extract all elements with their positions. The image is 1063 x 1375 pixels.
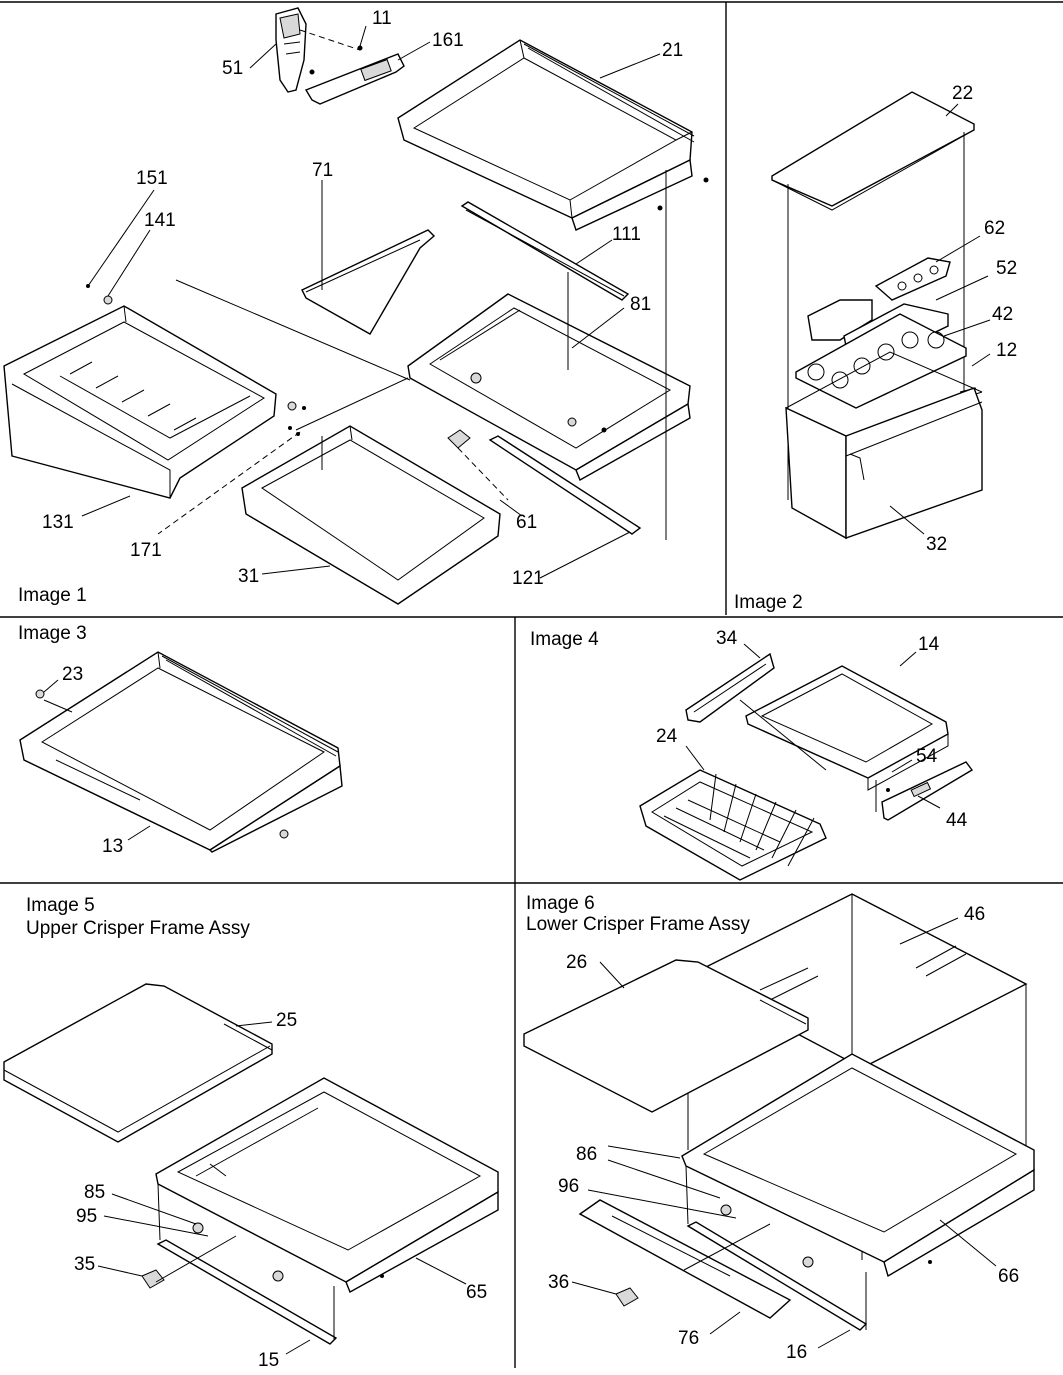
part-111-rail — [460, 201, 630, 301]
part-14-shelf — [745, 665, 949, 791]
part-76-cover — [578, 1199, 792, 1319]
callout-42: 42 — [992, 304, 1013, 325]
part-26-glass — [523, 959, 809, 1113]
panel-image-3: 23 13 Image 3 — [18, 623, 343, 857]
part-25-glass — [3, 983, 273, 1143]
callout-161: 161 — [432, 30, 464, 51]
callout-86: 86 — [576, 1144, 597, 1165]
subtitle-image-5: Upper Crisper Frame Assy — [26, 918, 250, 939]
callout-96: 96 — [558, 1176, 579, 1197]
part-13-shelf — [19, 651, 343, 853]
callout-121: 121 — [512, 568, 544, 589]
callout-151: 151 — [136, 168, 168, 189]
callout-85: 85 — [84, 1182, 105, 1203]
panel-image-1: 11 161 51 21 151 141 71 111 81 131 171 6… — [3, 7, 709, 606]
callout-66: 66 — [998, 1266, 1019, 1287]
panel-image-2: 22 62 52 42 12 32 Image 2 — [734, 83, 1017, 613]
panel-image-4: 34 14 24 54 44 Image 4 — [530, 628, 974, 881]
caption-image-1: Image 1 — [18, 585, 87, 606]
part-62-egg-tray-top — [874, 257, 951, 301]
part-81-frame — [407, 293, 691, 482]
callout-81: 81 — [630, 294, 651, 315]
panel-image-6: 46 26 86 96 36 66 76 16 Image 6 Lower Cr… — [523, 893, 1035, 1363]
part-35-clip — [141, 1269, 165, 1289]
part-121-rail — [488, 435, 642, 535]
callout-12: 12 — [996, 340, 1017, 361]
part-71-glass — [301, 229, 436, 335]
panel-image-5: 25 85 95 35 65 15 Image 5 Upper Crisper … — [3, 895, 499, 1371]
callout-44: 44 — [946, 810, 968, 831]
callout-131: 131 — [42, 512, 74, 533]
callout-141: 141 — [144, 210, 176, 231]
part-65-frame — [155, 1077, 499, 1293]
callout-34: 34 — [716, 628, 738, 649]
part-51-handle — [275, 7, 307, 93]
part-15-rail — [156, 1239, 338, 1345]
callout-23: 23 — [62, 664, 83, 685]
callout-24: 24 — [656, 726, 678, 747]
part-44-bracket — [881, 761, 974, 821]
callout-22: 22 — [952, 83, 973, 104]
callout-16: 16 — [786, 1342, 807, 1363]
subtitle-image-6: Lower Crisper Frame Assy — [526, 914, 750, 935]
callout-54: 54 — [916, 746, 938, 767]
callout-14: 14 — [918, 634, 940, 655]
callout-111: 111 — [612, 224, 641, 245]
callout-15: 15 — [258, 1350, 279, 1371]
callout-46: 46 — [964, 904, 985, 925]
callout-36: 36 — [548, 1272, 569, 1293]
part-131-drawer — [3, 305, 277, 499]
callout-35: 35 — [74, 1254, 95, 1275]
callout-65: 65 — [466, 1282, 487, 1303]
callout-95: 95 — [76, 1206, 97, 1227]
caption-image-4: Image 4 — [530, 629, 599, 650]
callout-26: 26 — [566, 952, 587, 973]
callout-62: 62 — [984, 218, 1005, 239]
callout-51: 51 — [222, 58, 243, 79]
part-36-clip — [615, 1287, 639, 1307]
caption-image-2: Image 2 — [734, 592, 803, 613]
caption-image-5: Image 5 — [26, 895, 95, 916]
callout-25: 25 — [276, 1010, 297, 1031]
part-24-basket — [639, 769, 827, 881]
part-61-clip — [447, 429, 509, 501]
callout-13: 13 — [102, 836, 123, 857]
callout-171: 171 — [130, 540, 162, 561]
callout-71: 71 — [312, 160, 333, 181]
callout-32: 32 — [926, 534, 947, 555]
part-161-bracket — [299, 29, 405, 105]
part-34-bracket — [685, 652, 775, 723]
callout-21: 21 — [662, 40, 683, 61]
callout-52: 52 — [996, 258, 1017, 279]
part-22-cover — [771, 91, 975, 211]
callout-61: 61 — [516, 512, 537, 533]
part-42-egg-tray — [795, 313, 967, 409]
callout-76: 76 — [678, 1328, 699, 1349]
caption-image-6: Image 6 — [526, 893, 595, 914]
callout-11: 11 — [372, 8, 392, 29]
callout-31: 31 — [238, 566, 259, 587]
part-31-pan — [241, 425, 501, 605]
part-32-bin — [785, 387, 983, 540]
part-21-shelf — [397, 39, 709, 231]
caption-image-3: Image 3 — [18, 623, 87, 644]
